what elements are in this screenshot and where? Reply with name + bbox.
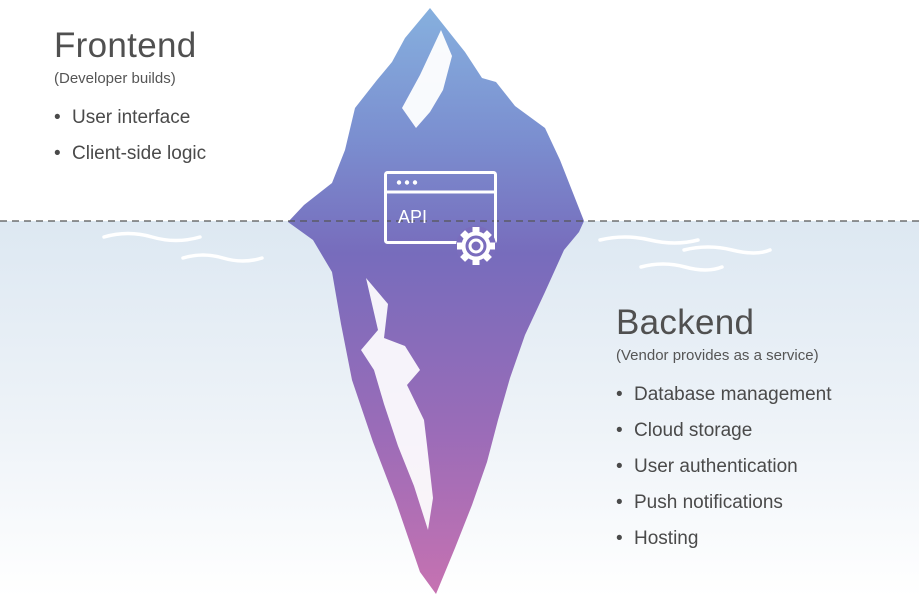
frontend-title: Frontend [54,26,197,65]
bullet-icon: • [54,107,61,128]
backend-subtitle: (Vendor provides as a service) [616,347,819,364]
iceberg-highlight-lower [361,278,433,530]
wave-1 [102,231,202,243]
bullet-icon: • [54,143,61,164]
wave-2 [181,253,264,263]
backend-list-item: • User authentication [616,455,832,479]
frontend-panel: Frontend (Developer builds) • User interf… [54,26,206,178]
bullet-icon: • [616,528,623,549]
backend-item-label: Push notifications [634,492,783,513]
bullet-icon: • [616,492,623,513]
backend-list-item: • Database management [616,383,832,407]
wave-5 [639,262,724,272]
frontend-item-label: Client-side logic [72,143,207,164]
window-dot-2 [404,180,410,185]
gear-icon [456,226,496,266]
iceberg-highlight-top [402,30,452,128]
bullet-icon: • [616,384,623,405]
wave-accents [102,231,772,272]
backend-item-label: Hosting [634,528,699,549]
api-window-frame [384,171,497,244]
backend-item-label: Cloud storage [634,420,753,441]
window-dot-1 [396,180,402,185]
backend-item-label: Database management [634,384,832,405]
window-dot-3 [412,180,418,185]
frontend-list-item: • User interface [54,106,206,130]
iceberg-shape [288,8,584,594]
bullet-icon: • [616,420,623,441]
wave-3 [598,235,700,245]
backend-list: • Database management • Cloud storage • Use… [616,383,832,551]
backend-list-item: • Push notifications [616,491,832,515]
api-label: API [398,207,427,227]
frontend-subtitle: (Developer builds) [54,70,176,87]
frontend-list: • User interface • Client-side logic [54,106,206,166]
api-window-icon: API [384,171,497,266]
backend-item-label: User authentication [634,456,798,477]
backend-list-item: • Cloud storage [616,419,832,443]
frontend-list-item: • Client-side logic [54,142,206,166]
backend-title: Backend [616,303,755,342]
wave-4 [682,245,772,255]
backend-panel: Backend (Vendor provides as a service) •… [616,303,832,563]
frontend-item-label: User interface [72,107,191,128]
backend-list-item: • Hosting [616,527,832,551]
bullet-icon: • [616,456,623,477]
